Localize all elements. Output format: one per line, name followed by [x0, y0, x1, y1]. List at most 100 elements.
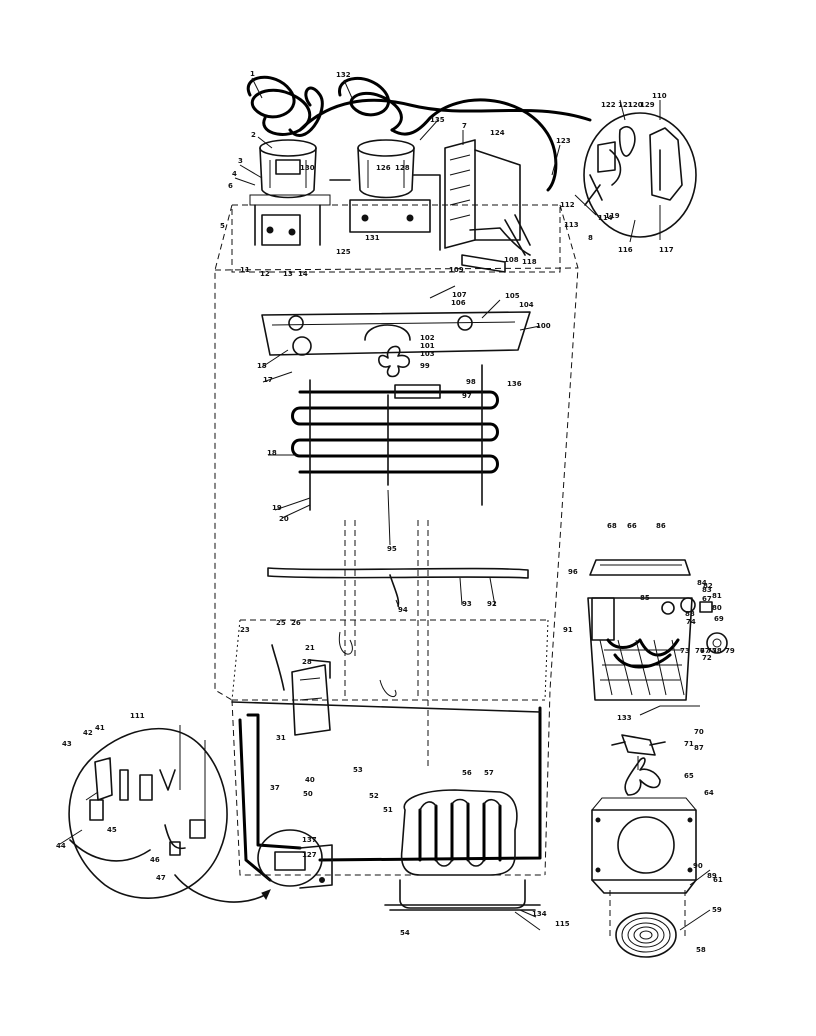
callout-57: 57 — [484, 769, 494, 777]
fan-shroud — [591, 797, 697, 894]
callout-103: 103 — [420, 350, 435, 358]
bottom-compressor — [257, 829, 333, 889]
callout-4: 4 — [232, 170, 237, 178]
callout-132: 132 — [336, 71, 351, 79]
callout-41: 41 — [95, 724, 105, 732]
callout-126: 126 — [376, 164, 391, 172]
callout-8: 8 — [588, 234, 593, 242]
callout-91: 91 — [563, 626, 573, 634]
callout-58: 58 — [696, 946, 706, 954]
callout-47: 47 — [156, 874, 166, 882]
drain-pan-assembly — [261, 311, 531, 356]
callout-7: 7 — [462, 122, 467, 130]
callout-90: 90 — [693, 862, 703, 870]
cabinet-outline — [214, 204, 579, 876]
callout-21: 21 — [305, 644, 315, 652]
callout-14: 14 — [298, 270, 308, 278]
callout-117: 117 — [659, 246, 674, 254]
callout-124: 124 — [490, 129, 505, 137]
callout-15: 15 — [257, 362, 267, 370]
callout-131: 131 — [365, 234, 380, 242]
callout-129: 129 — [640, 101, 655, 109]
callout-82: 82 — [703, 582, 713, 590]
callout-1: 1 — [250, 70, 255, 78]
callout-136: 136 — [507, 380, 522, 388]
callout-5: 5 — [220, 222, 225, 230]
callout-130: 130 — [300, 164, 315, 172]
callout-106: 106 — [451, 299, 466, 307]
callout-101: 101 — [420, 342, 435, 350]
callout-83: 83 — [702, 586, 712, 594]
callout-122: 122 — [601, 101, 616, 109]
callout-43: 43 — [62, 740, 72, 748]
discharge-line — [231, 701, 542, 882]
callout-108: 108 — [504, 256, 519, 264]
callout-69: 69 — [714, 615, 724, 623]
callout-2: 2 — [251, 131, 256, 139]
callout-52: 52 — [369, 792, 379, 800]
callout-6: 6 — [228, 182, 233, 190]
callout-45: 45 — [107, 826, 117, 834]
condenser-coil — [384, 789, 541, 911]
callout-89: 89 — [707, 872, 717, 880]
callout-137: 137 — [302, 836, 317, 844]
callout-50: 50 — [303, 790, 313, 798]
callout-13: 13 — [283, 270, 293, 278]
callout-97: 97 — [462, 392, 472, 400]
inset-fan-motor-detail — [574, 112, 697, 243]
callout-65: 65 — [684, 772, 694, 780]
callout-37: 37 — [270, 784, 280, 792]
callout-23: 23 — [240, 626, 250, 634]
defrost-timer — [271, 644, 331, 736]
callout-53: 53 — [353, 766, 363, 774]
callout-102: 102 — [420, 334, 435, 342]
callout-80: 80 — [712, 604, 722, 612]
callout-26: 26 — [291, 619, 301, 627]
right-compressor — [329, 139, 441, 251]
callout-19: 19 — [272, 504, 282, 512]
callout-18: 18 — [267, 449, 277, 457]
callout-105: 105 — [505, 292, 520, 300]
callout-120: 120 — [628, 101, 643, 109]
callout-11: 11 — [240, 266, 250, 274]
callout-28: 28 — [302, 658, 312, 666]
callout-87: 87 — [694, 744, 704, 752]
leader-lines — [59, 77, 711, 931]
callout-88: 88 — [685, 610, 695, 618]
callout-68: 68 — [607, 522, 617, 530]
callout-93: 93 — [462, 600, 472, 608]
callout-99: 99 — [420, 362, 430, 370]
callout-127: 127 — [302, 851, 317, 859]
callout-109: 109 — [449, 266, 464, 274]
callout-67: 67 — [702, 595, 712, 603]
callout-85: 85 — [640, 594, 650, 602]
callout-128: 128 — [395, 164, 410, 172]
callout-104: 104 — [519, 301, 534, 309]
callout-98: 98 — [466, 378, 476, 386]
callout-64: 64 — [704, 789, 714, 797]
callout-54: 54 — [400, 929, 410, 937]
callout-61: 61 — [713, 876, 723, 884]
callout-78: 78 — [712, 647, 722, 655]
callout-56: 56 — [462, 769, 472, 777]
capillary-tubes — [267, 520, 529, 770]
callout-75: 75 — [707, 647, 717, 655]
callout-119: 119 — [605, 212, 620, 220]
callout-71: 71 — [684, 740, 694, 748]
callout-115: 115 — [555, 920, 570, 928]
callout-110: 110 — [652, 92, 667, 100]
callout-74: 74 — [686, 618, 696, 626]
callout-114: 114 — [598, 214, 613, 222]
callout-113: 113 — [564, 221, 579, 229]
callout-17: 17 — [263, 376, 273, 384]
callout-118: 118 — [522, 258, 537, 266]
evaporator-fan — [611, 734, 666, 796]
evaporator-coil — [291, 364, 499, 511]
callout-40: 40 — [305, 776, 315, 784]
callout-42: 42 — [83, 729, 93, 737]
callout-86: 86 — [656, 522, 666, 530]
callout-112: 112 — [560, 201, 575, 209]
callout-107: 107 — [452, 291, 467, 299]
